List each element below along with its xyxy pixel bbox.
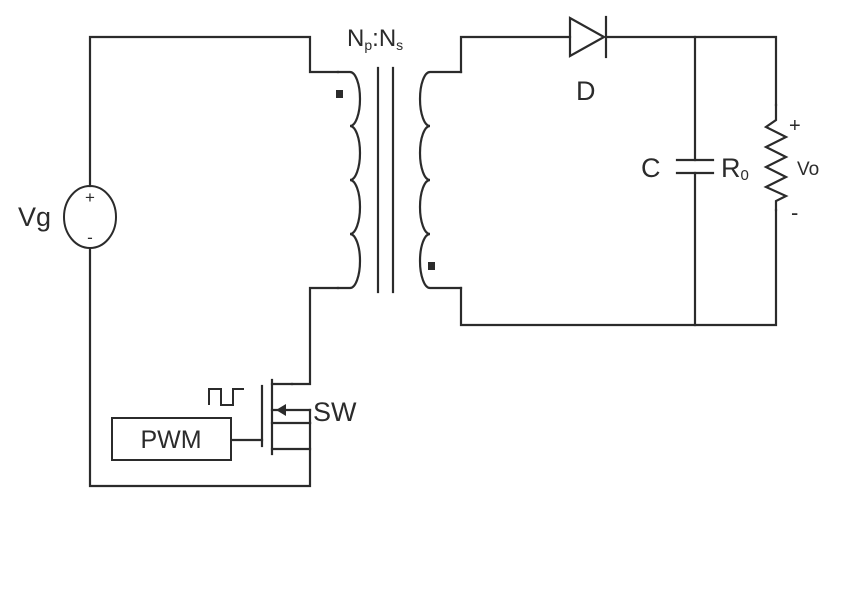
primary-winding <box>336 70 362 290</box>
diode-d: D <box>568 15 608 106</box>
voltage-source-vg: + - Vg <box>18 185 117 249</box>
primary-polarity-dot <box>336 90 343 98</box>
output-voltage-label: Vo <box>797 159 819 180</box>
pwm-box <box>111 417 232 461</box>
source-label: Vg <box>18 202 51 232</box>
pwm-block: PWM <box>111 388 244 461</box>
switch-sw: SW <box>230 378 357 456</box>
capacitor-c: C <box>641 153 715 183</box>
secondary-wiring <box>459 35 778 327</box>
source-plus-sign: + <box>85 188 95 207</box>
output-minus-sign: - <box>791 200 798 225</box>
capacitor-label: C <box>641 153 661 183</box>
source-minus-sign: - <box>87 228 93 247</box>
resistor-r0: R0 <box>721 103 789 212</box>
secondary-winding <box>418 70 463 290</box>
pwm-label: PWM <box>140 426 201 454</box>
diode-label: D <box>576 76 596 106</box>
output-plus-sign: + <box>789 115 801 137</box>
pwm-waveform-icon <box>208 388 244 406</box>
output-voltage: + Vo - <box>789 115 819 225</box>
primary-wiring <box>88 35 340 488</box>
secondary-polarity-dot <box>428 262 435 270</box>
transformer: Np:Ns <box>336 25 463 294</box>
resistor-label: R0 <box>721 153 749 184</box>
switch-label: SW <box>313 397 357 427</box>
turns-ratio-label: Np:Ns <box>347 25 403 53</box>
